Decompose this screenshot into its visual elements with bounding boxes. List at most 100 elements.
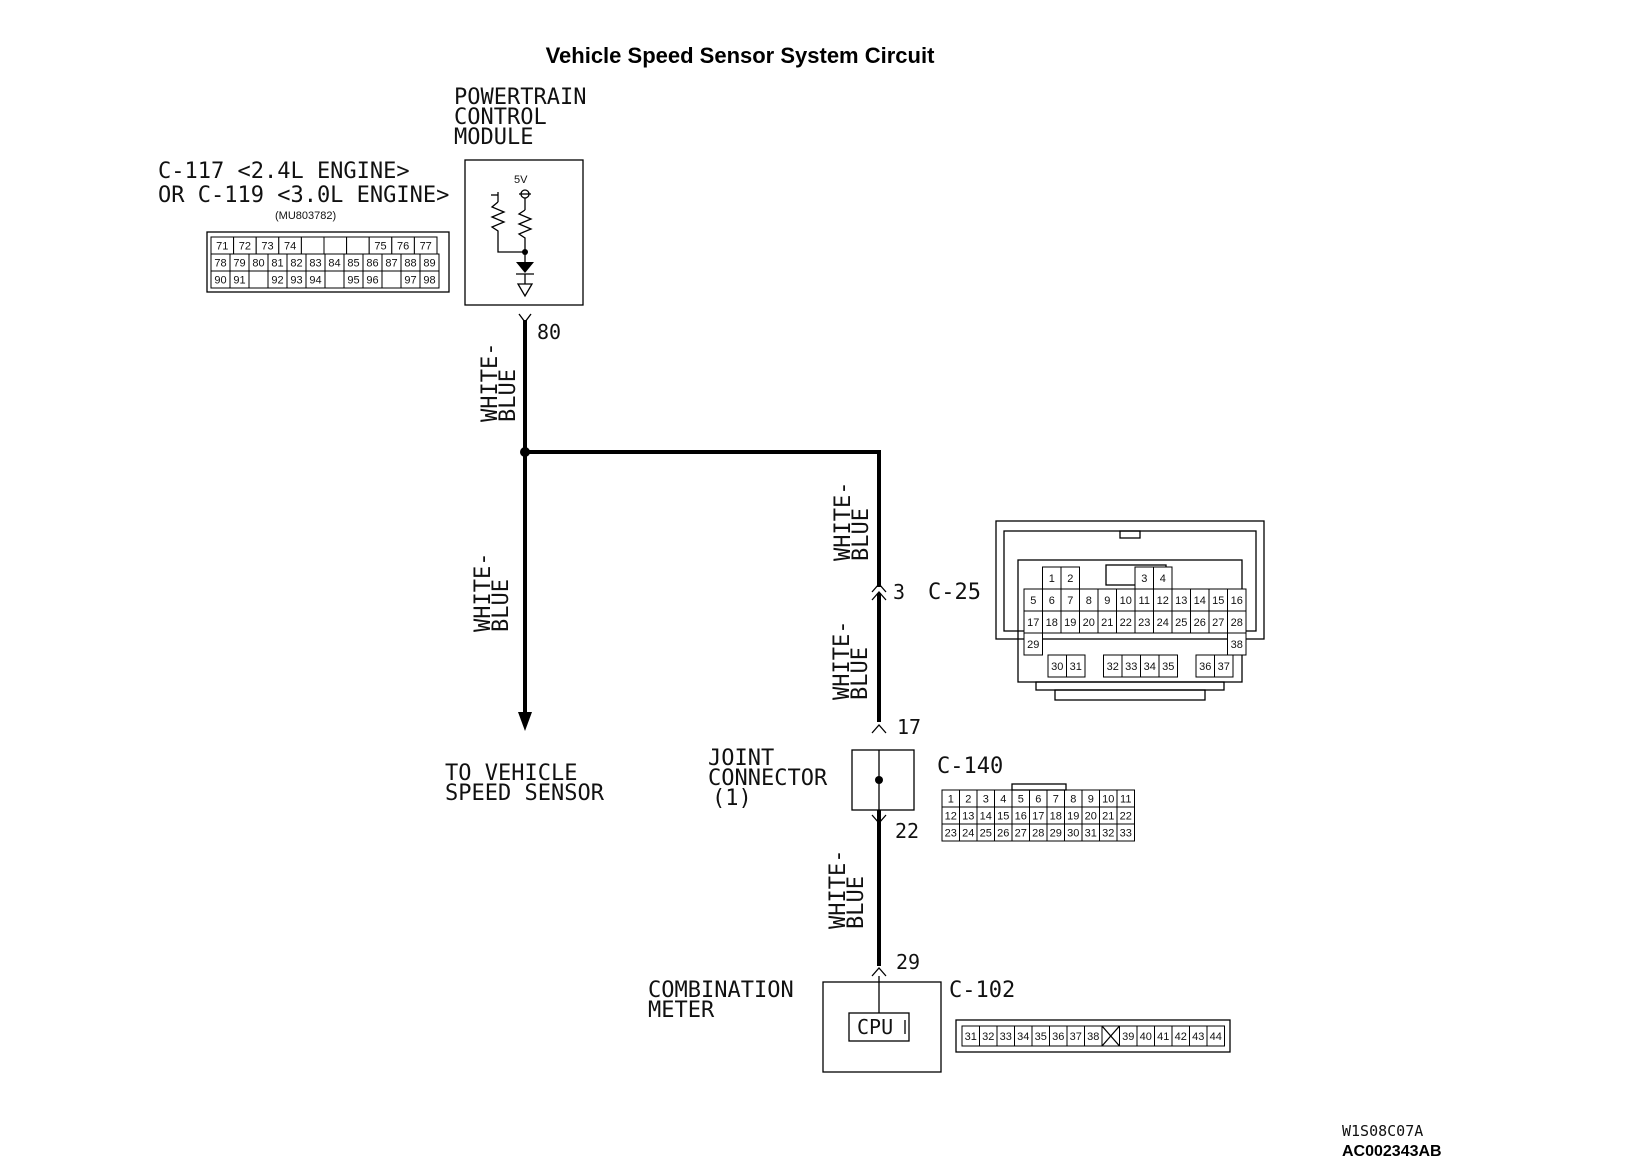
joint-label-line-2: CONNECTOR: [708, 766, 828, 791]
pin-cell: [1023, 632, 1043, 656]
pin-number: 11: [1120, 794, 1131, 806]
pin-number: 30: [1067, 828, 1079, 840]
wire-branch-to-c25: [523, 450, 881, 587]
diode-icon: [516, 262, 534, 273]
pin-number: 89: [423, 258, 435, 270]
pin-number: 16: [1231, 595, 1243, 607]
pin-number: 37: [1218, 661, 1230, 673]
pin-number: 82: [290, 258, 302, 270]
pin-cell: [300, 236, 325, 255]
ground-icon: [516, 283, 534, 298]
pin-number: 29: [1027, 639, 1039, 651]
joint-pin-22: 22: [895, 819, 919, 843]
pcm-label-line-2: CONTROL: [454, 105, 547, 130]
pin-number: 80: [252, 258, 264, 270]
pin-number: 2: [965, 794, 971, 806]
wire-color-vss-line-1: WHITE-: [471, 553, 496, 632]
vss-label-line-1: TO VEHICLE: [445, 761, 577, 786]
pin-number: 95: [347, 275, 359, 287]
pin-number: 22: [1120, 617, 1132, 629]
pin-number: 10: [1120, 595, 1132, 607]
pin-number: 18: [1050, 811, 1062, 823]
pin-number: 3: [1141, 573, 1147, 585]
pin-cell: [1214, 654, 1234, 678]
pin-number: 8: [1086, 595, 1092, 607]
pin-number: 75: [374, 241, 386, 253]
meter-label-line-2: METER: [648, 998, 715, 1023]
pin-number: 14: [1194, 595, 1206, 607]
pin-number: 34: [1017, 1031, 1029, 1043]
pin-number: 42: [1175, 1031, 1187, 1043]
c25-inline-connector-icon: [871, 583, 887, 601]
pin-number: 98: [423, 275, 435, 287]
pin-number: 30: [1051, 661, 1063, 673]
pin-number: 5: [1018, 794, 1024, 806]
pin-number: 33: [1125, 661, 1137, 673]
wire-color-meter-line-1: WHITE-: [826, 850, 851, 929]
pin-number: 36: [1052, 1031, 1064, 1043]
pin-number: 11: [1139, 595, 1150, 607]
pin-number: 33: [1120, 828, 1132, 840]
pin-cell: [346, 236, 370, 255]
pin-number: 19: [1067, 811, 1079, 823]
vss-label-line-2: SPEED SENSOR: [445, 781, 605, 806]
joint-splice-dot-icon: [875, 776, 883, 784]
pcm-part-number: (MU803782): [275, 210, 336, 222]
pin-number: 84: [328, 258, 340, 270]
drawing-reference: W1S08C07A: [1342, 1122, 1423, 1140]
pin-cell: [1158, 654, 1178, 678]
pin-number: 97: [404, 275, 416, 287]
pin-number: 40: [1140, 1031, 1152, 1043]
pin-number: 7: [1067, 595, 1073, 607]
pin-number: 6: [1035, 794, 1041, 806]
pin-number: 76: [397, 241, 409, 253]
pin-cell: [324, 270, 345, 289]
pin-number: 25: [980, 828, 992, 840]
pin-number: 29: [1050, 828, 1062, 840]
pin-number: 13: [962, 811, 974, 823]
pin-number: 93: [290, 275, 302, 287]
pin-number: 23: [1138, 617, 1150, 629]
pin-number: 39: [1122, 1031, 1134, 1043]
pcm-label: POWERTRAIN CONTROL MODULE: [454, 85, 586, 150]
pin-number: 12: [1157, 595, 1169, 607]
wire-color-pcm-line-1: WHITE-: [478, 343, 503, 422]
pin-number: 26: [1194, 617, 1206, 629]
pin-number: 83: [309, 258, 321, 270]
pin-number: 17: [1032, 811, 1044, 823]
pin-number: 36: [1199, 661, 1211, 673]
figure-reference: AC002343AB: [1342, 1143, 1442, 1160]
pin-number: 71: [216, 241, 228, 253]
pin-number: 35: [1035, 1031, 1047, 1043]
pin-number: 3: [983, 794, 989, 806]
pin-number: 9: [1088, 794, 1094, 806]
unused-pin-mark-icon: [1101, 1025, 1120, 1047]
wire-color-meter-line-2: BLUE: [844, 876, 869, 929]
pcm-connector-line-2: OR C-119 <3.0L ENGINE>: [158, 183, 449, 208]
pin-number: 31: [1085, 828, 1097, 840]
wire-color-branch-upper-line-2: BLUE: [849, 508, 874, 561]
pin-cell: [419, 270, 440, 289]
pin-number: 32: [982, 1031, 994, 1043]
pin-number: 6: [1049, 595, 1055, 607]
pcm-label-line-1: POWERTRAIN: [454, 85, 586, 110]
pin-number: 21: [1101, 617, 1113, 629]
pin-number: 77: [420, 241, 432, 253]
wire-color-branch-upper-line-1: WHITE-: [831, 482, 856, 561]
meter-pin-29: 29: [896, 950, 920, 974]
pin-number: 31: [965, 1031, 977, 1043]
cpu-box: [848, 1012, 910, 1042]
pin-number: 15: [1212, 595, 1224, 607]
pin-number: 74: [284, 241, 296, 253]
pin-number: 28: [1231, 617, 1243, 629]
pin-number: 32: [1102, 828, 1114, 840]
pin-number: 44: [1210, 1031, 1222, 1043]
pcm-connector-label: C-117 <2.4L ENGINE> OR C-119 <3.0L ENGIN…: [158, 159, 449, 222]
pin-number: 35: [1162, 661, 1174, 673]
pcm-pin-80: 80: [537, 320, 561, 344]
c140-name: C-140: [937, 754, 1003, 779]
pcm-label-line-3: MODULE: [454, 125, 533, 150]
